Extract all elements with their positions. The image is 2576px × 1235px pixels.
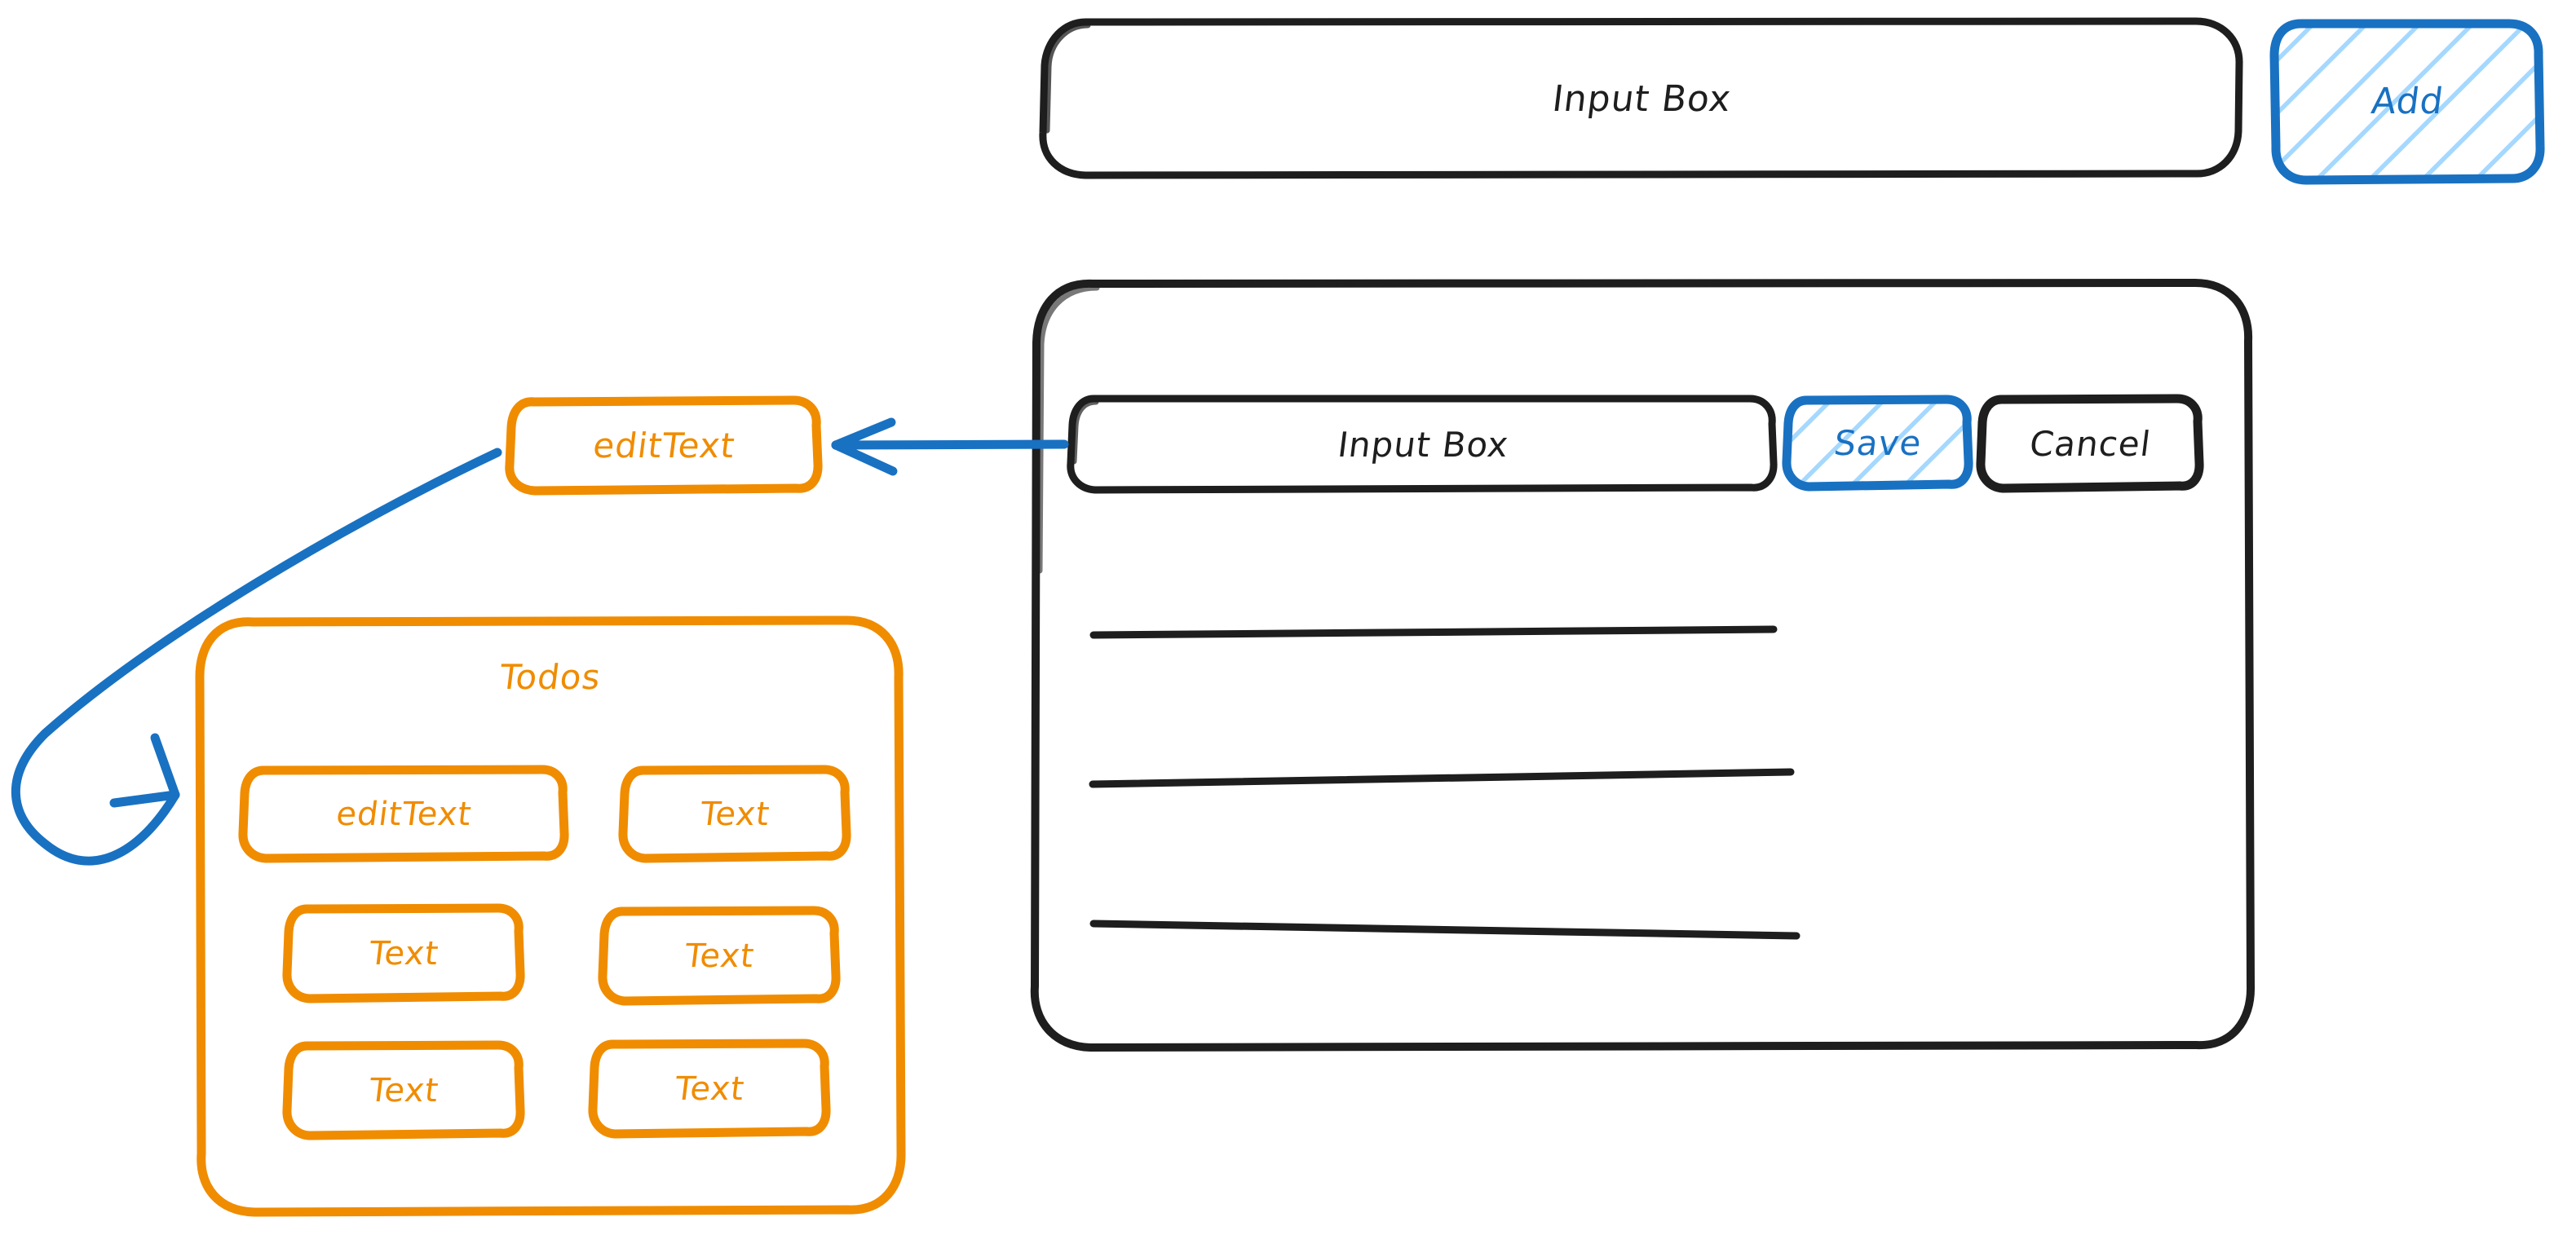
todo-item-5[interactable] <box>282 1040 525 1140</box>
new-todo-input[interactable] <box>1039 17 2243 179</box>
todo-item-6[interactable] <box>588 1039 831 1139</box>
cancel-button[interactable] <box>1976 394 2204 493</box>
todo-item-3[interactable] <box>282 903 525 1003</box>
edit-text-annotation <box>505 395 823 496</box>
arrow-modal-input-to-edittext <box>831 417 1069 476</box>
arrow-edittext-to-todo-item <box>11 448 502 866</box>
placeholder-line-3 <box>1089 920 1801 940</box>
add-button[interactable] <box>2269 19 2545 185</box>
todo-item-4[interactable] <box>598 906 841 1006</box>
todo-item-1[interactable] <box>238 765 569 863</box>
todo-item-2[interactable] <box>618 765 851 863</box>
placeholder-line-2 <box>1089 768 1795 788</box>
save-button[interactable] <box>1782 395 1973 492</box>
edit-input[interactable] <box>1067 395 1778 494</box>
placeholder-line-1 <box>1089 625 1778 639</box>
